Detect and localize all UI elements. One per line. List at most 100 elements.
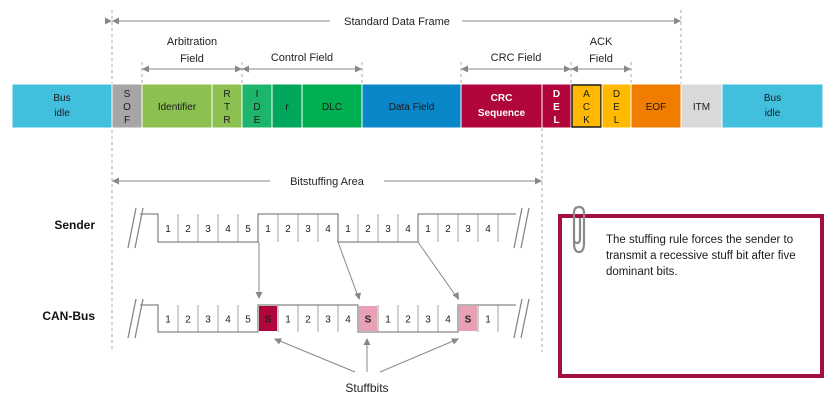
canbus-label: CAN-Bus (42, 309, 95, 323)
bit-label: 3 (465, 224, 471, 235)
segment-r-fill (271, 83, 303, 129)
bit-label: 5 (245, 224, 251, 235)
bit-label: 4 (325, 224, 331, 235)
bit-label: 1 (165, 224, 171, 235)
paperclip-icon (572, 205, 586, 254)
bit-label: 1 (385, 315, 391, 326)
segment-ack-fill (570, 83, 603, 129)
bit-label: 1 (285, 315, 291, 326)
bitstuffing-label: Bitstuffing Area (290, 176, 365, 188)
bit-label: 1 (425, 224, 431, 235)
stuffbits-arrows (274, 338, 459, 373)
bit-label: 1 (485, 315, 491, 326)
ack-field-label-2: Field (589, 53, 613, 65)
segment-dlc: DLC (301, 83, 363, 129)
bit-label: 3 (385, 224, 391, 235)
segment-bus_idle_r-fill (721, 83, 824, 129)
sender-label: Sender (54, 218, 95, 232)
segment-eof-fill (630, 83, 682, 129)
bitstuffing-bracket: Bitstuffing Area (112, 176, 542, 188)
segment-r: r (271, 83, 303, 129)
bit-label: 2 (185, 315, 191, 326)
arbitration-label-2: Field (180, 53, 204, 65)
segment-data: Data Field (361, 83, 462, 129)
bit-label: 2 (365, 224, 371, 235)
bit-label: 3 (425, 315, 431, 326)
control-field-label: Control Field (271, 52, 333, 64)
segment-bus_idle_l-fill (11, 83, 113, 129)
arbitration-label-1: Arbitration (167, 36, 217, 48)
ack-field-label-1: ACK (590, 36, 613, 48)
segment-ide-fill (241, 83, 273, 129)
segment-eof: EOF (630, 83, 682, 129)
segment-r-label: r (285, 102, 289, 113)
bit-label: 4 (445, 315, 451, 326)
stuff-bit-1 (359, 306, 377, 331)
bit-label: 2 (285, 224, 291, 235)
note-text: The stuffing rule forces the sender to t… (606, 234, 796, 278)
bit-label: 4 (405, 224, 411, 235)
segment-identifier-label: Identifier (158, 102, 197, 113)
segment-identifier: Identifier (141, 83, 213, 129)
bit-label: 4 (485, 224, 491, 235)
stuff-bit-0 (259, 306, 277, 331)
bit-label: 3 (305, 224, 311, 235)
bit-label: 2 (445, 224, 451, 235)
bit-label: 3 (205, 315, 211, 326)
segment-eof-label: EOF (646, 102, 667, 113)
segment-itm-label: ITM (693, 102, 710, 113)
field-brackets (142, 65, 631, 73)
bit-label: 3 (205, 224, 211, 235)
bit-label: 4 (225, 224, 231, 235)
segment-itm: ITM (680, 83, 723, 129)
bit-label: 1 (345, 224, 351, 235)
segment-rtr-fill (211, 83, 243, 129)
bit-label: 3 (325, 315, 331, 326)
bit-label: 2 (405, 315, 411, 326)
signal-line (140, 213, 516, 243)
segment-dlc-fill (301, 83, 363, 129)
segment-itm-fill (680, 83, 723, 129)
bit-label: 5 (245, 315, 251, 326)
bit-label: 4 (225, 315, 231, 326)
bit-label: S (465, 315, 472, 326)
standard-data-frame-bracket: Standard Data Frame (105, 16, 681, 28)
bit-label: 1 (265, 224, 271, 235)
crc-field-label: CRC Field (491, 52, 542, 64)
frame-title: Standard Data Frame (344, 16, 450, 28)
segment-crc_del-fill (541, 83, 572, 129)
bit-label: S (365, 315, 372, 326)
stuff-bit-2 (459, 306, 477, 331)
bit-label: S (265, 315, 272, 326)
segment-sof-fill (111, 83, 143, 129)
segment-crc_seq-fill (460, 83, 543, 129)
segment-data-label: Data Field (389, 102, 435, 113)
segment-ack_del-fill (601, 83, 632, 129)
note-box: The stuffing rule forces the sender to t… (558, 214, 824, 378)
stuff-mapping-arrows (255, 241, 459, 300)
bit-label: 4 (345, 315, 351, 326)
segment-identifier-fill (141, 83, 213, 129)
